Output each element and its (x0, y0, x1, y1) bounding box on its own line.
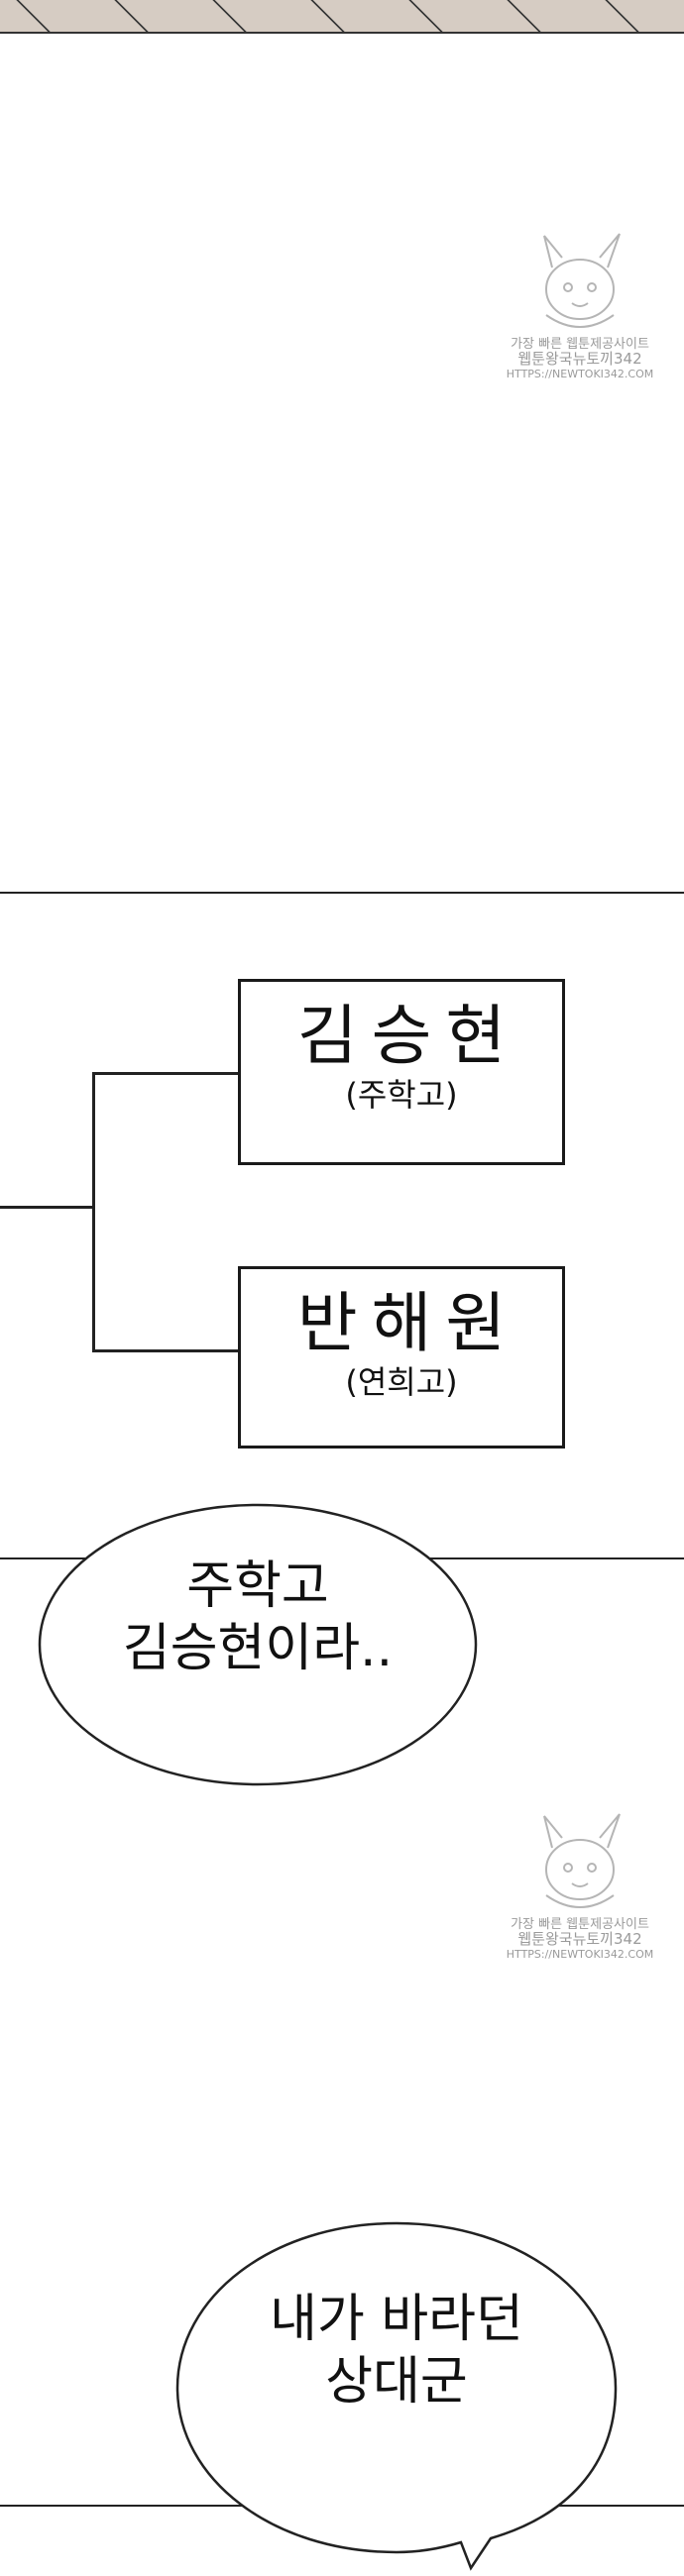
bubble-line: 내가 바라던 (270, 2290, 523, 2349)
mascot-icon (543, 1813, 621, 1908)
bracket-vertical (92, 1072, 95, 1351)
bracket-branch-top (92, 1072, 241, 1075)
bubble-line: 주학고 (186, 1556, 329, 1616)
player-name: 반해원 (296, 1285, 520, 1361)
bracket-branch-bottom (92, 1349, 241, 1352)
bracket-entry-box: 반해원 (연희고) (238, 1266, 565, 1449)
watermark-line-3: HTTPS://NEWTOKI342.COM (506, 1948, 654, 1961)
speech-bubble: 내가 바라던 상대군 (173, 2219, 620, 2576)
player-name: 김승현 (296, 998, 520, 1074)
watermark-line-1: 가장 빠른 웹툰제공사이트 (511, 337, 649, 352)
watermark: 가장 빠른 웹툰제공사이트 웹툰왕국뉴토끼342 HTTPS://NEWTOKI… (501, 1808, 659, 1982)
player-school: (연희고) (345, 1363, 458, 1401)
bubble-line: 김승현이라.. (122, 1619, 394, 1679)
watermark-line-1: 가장 빠른 웹툰제공사이트 (511, 1917, 649, 1932)
watermark-line-2: 웹툰왕국뉴토끼342 (517, 350, 642, 368)
panel-border (0, 892, 684, 894)
bubble-line: 상대군 (325, 2352, 468, 2413)
top-hatched-strip (0, 0, 684, 34)
watermark-line-2: 웹툰왕국뉴토끼342 (517, 1930, 642, 1948)
bracket-stem (0, 1206, 94, 1209)
watermark: 가장 빠른 웹툰제공사이트 웹툰왕국뉴토끼342 HTTPS://NEWTOKI… (501, 228, 659, 401)
bracket-entry-box: 김승현 (주학고) (238, 979, 565, 1165)
mascot-icon (543, 233, 621, 328)
speech-bubble: 주학고 김승현이라.. (36, 1501, 480, 1788)
player-school: (주학고) (345, 1076, 458, 1114)
watermark-line-3: HTTPS://NEWTOKI342.COM (506, 368, 654, 380)
